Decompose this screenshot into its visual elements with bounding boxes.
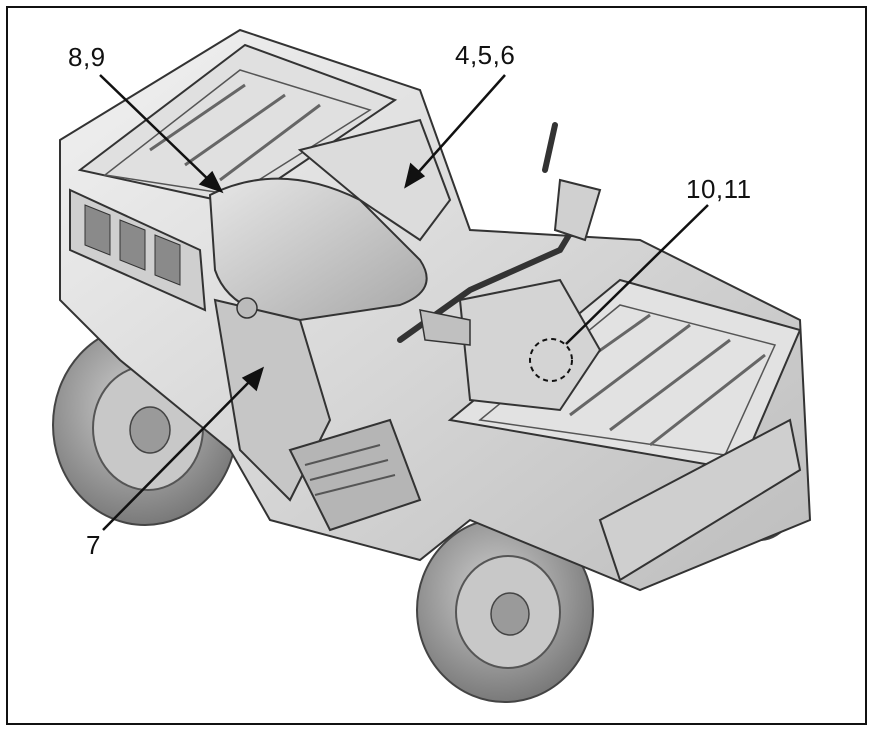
front-left-wheel xyxy=(416,517,594,703)
callout-7: 7 xyxy=(86,530,101,560)
callout-10-11: 10,11 xyxy=(686,174,752,204)
leader-lines xyxy=(99,74,709,531)
callout-4-5-6: 4,5,6 xyxy=(455,40,516,70)
location-circle xyxy=(529,338,573,382)
atv-body xyxy=(59,28,812,592)
callout-8-9: 8,9 xyxy=(68,42,106,72)
